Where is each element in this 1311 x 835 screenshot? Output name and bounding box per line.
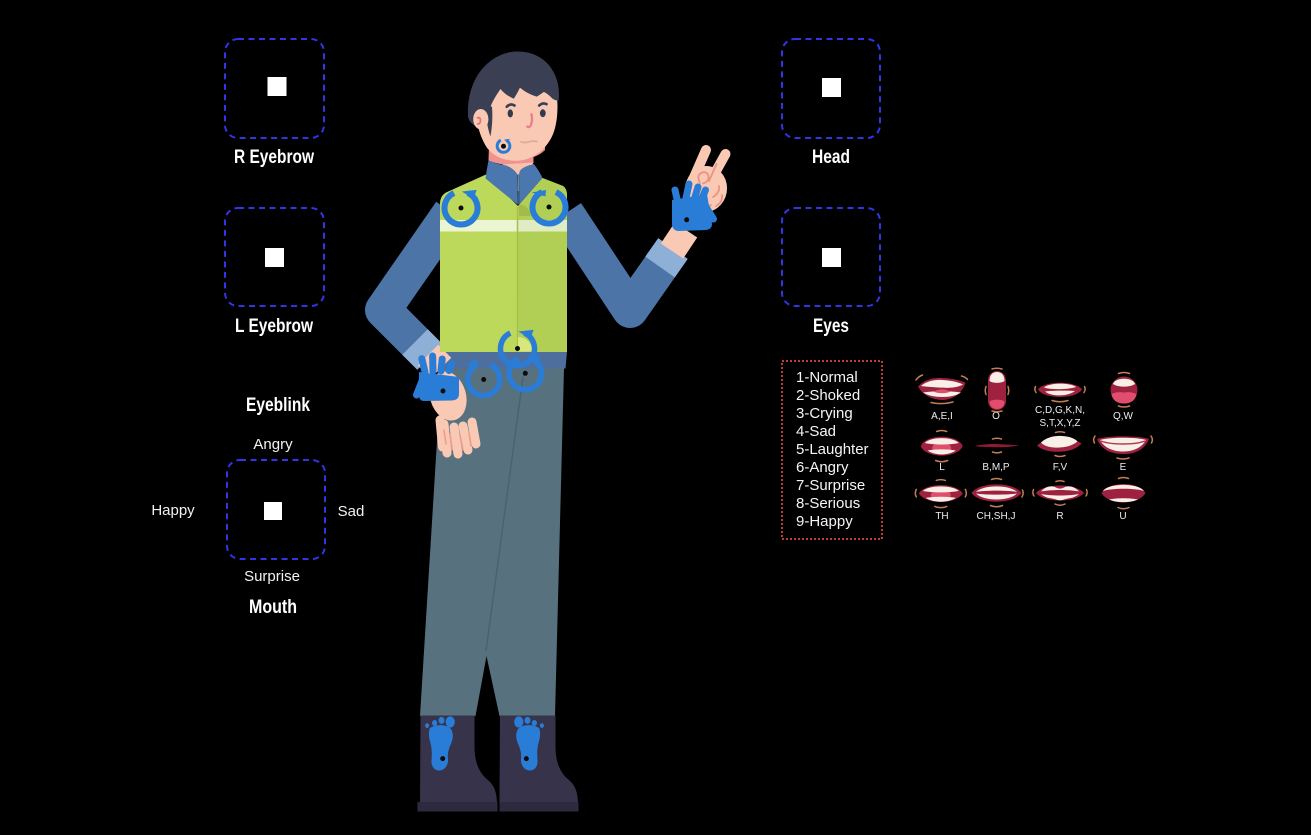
svg-text:TH: TH bbox=[935, 511, 948, 522]
svg-text:C,D,G,K,N,: C,D,G,K,N, bbox=[1035, 405, 1085, 416]
svg-text:CH,SH,J: CH,SH,J bbox=[977, 511, 1016, 522]
svg-text:S,T,X,Y,Z: S,T,X,Y,Z bbox=[1040, 418, 1081, 429]
svg-text:9-Happy: 9-Happy bbox=[796, 513, 853, 530]
svg-text:3-Crying: 3-Crying bbox=[796, 405, 853, 422]
svg-text:Sad: Sad bbox=[338, 503, 365, 520]
svg-text:Head: Head bbox=[812, 147, 850, 168]
svg-text:7-Surprise: 7-Surprise bbox=[796, 477, 865, 494]
svg-text:B,M,P: B,M,P bbox=[982, 462, 1010, 473]
svg-text:Eyes: Eyes bbox=[813, 316, 849, 337]
svg-text:Q,W: Q,W bbox=[1113, 411, 1134, 422]
svg-text:Eyeblink: Eyeblink bbox=[246, 395, 310, 416]
svg-text:Happy: Happy bbox=[151, 502, 195, 519]
svg-text:Surprise: Surprise bbox=[244, 568, 300, 585]
svg-text:U: U bbox=[1119, 511, 1126, 522]
svg-text:R Eyebrow: R Eyebrow bbox=[234, 147, 314, 168]
svg-text:F,V: F,V bbox=[1053, 462, 1068, 473]
svg-text:E: E bbox=[1120, 462, 1127, 473]
svg-text:2-Shoked: 2-Shoked bbox=[796, 387, 860, 404]
svg-text:1-Normal: 1-Normal bbox=[796, 369, 858, 386]
svg-text:4-Sad: 4-Sad bbox=[796, 423, 836, 440]
svg-text:R: R bbox=[1056, 511, 1063, 522]
svg-text:L Eyebrow: L Eyebrow bbox=[235, 316, 313, 337]
svg-text:L: L bbox=[939, 462, 945, 473]
svg-text:Mouth: Mouth bbox=[249, 597, 297, 618]
svg-text:Angry: Angry bbox=[253, 436, 293, 453]
svg-text:A,E,I: A,E,I bbox=[931, 411, 953, 422]
svg-text:5-Laughter: 5-Laughter bbox=[796, 441, 869, 458]
svg-text:O: O bbox=[992, 411, 1000, 422]
svg-text:6-Angry: 6-Angry bbox=[796, 459, 849, 476]
svg-text:8-Serious: 8-Serious bbox=[796, 495, 860, 512]
